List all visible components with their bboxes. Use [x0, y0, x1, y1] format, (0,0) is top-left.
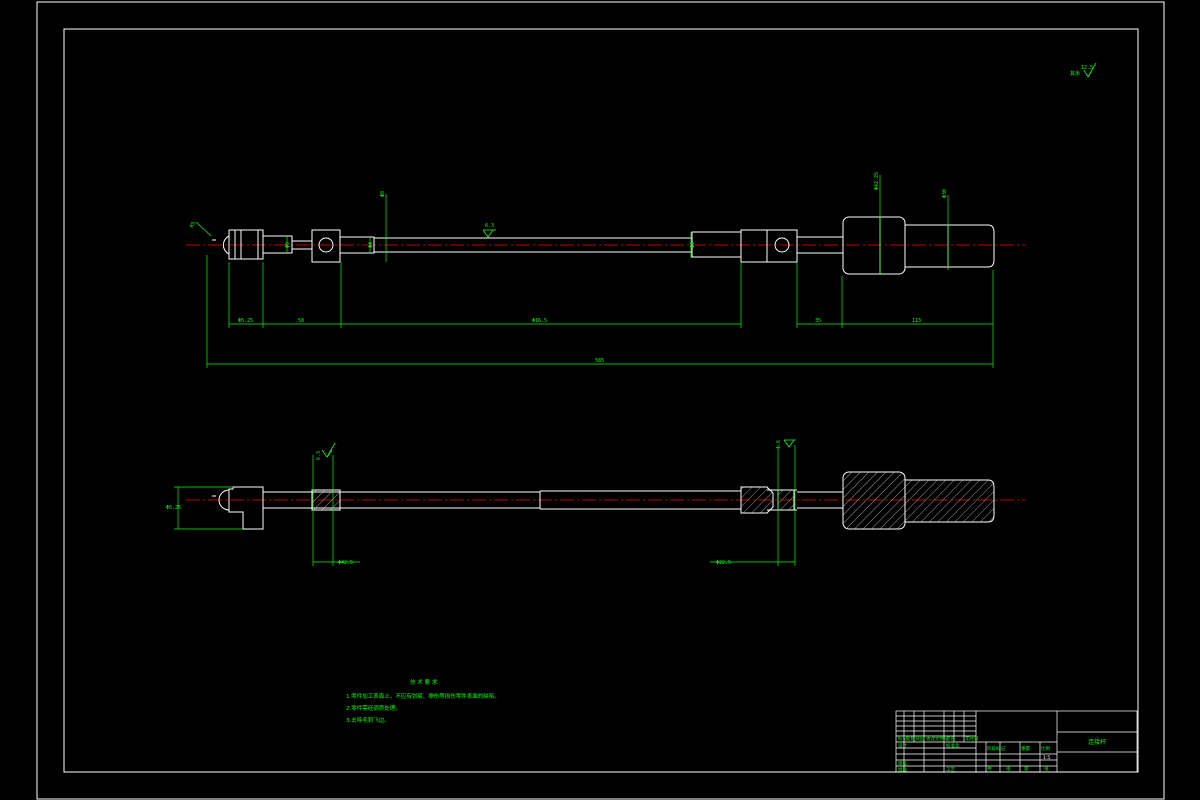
dim-b: 58: [298, 318, 304, 324]
title-block-label-review: 审核: [898, 760, 907, 767]
svg-text:6.3: 6.3: [485, 223, 494, 229]
title-block-label-approve: 批准: [898, 766, 907, 773]
top-roughness-symbol: 6.3: [482, 223, 496, 238]
title-block-label-no: 第: [1024, 765, 1029, 772]
corner-roughness-label: 其余: [1070, 70, 1080, 77]
dim-phi1: Φ5: [285, 242, 291, 248]
title-block-label-process: 工艺: [946, 767, 955, 773]
title-block-label-mark: 标记: [898, 735, 907, 742]
notes-line-2: 2.零件需经调质处理。: [346, 704, 401, 712]
dim-phi-grip: Φ42.25: [874, 172, 880, 190]
title-block-label-sheets: 张: [1006, 765, 1011, 772]
dim-a: Φ5.25: [238, 318, 253, 324]
title-block-label-standard: 标准化: [946, 742, 960, 749]
dim-section-left: Φ42.5: [338, 560, 353, 566]
svg-text:6.3: 6.3: [316, 451, 322, 460]
bottom-roughness-left: 6.3: [316, 442, 336, 460]
title-block: [895, 710, 1138, 773]
title-block-label-count: 处数: [906, 735, 915, 742]
dim-d: 35: [815, 318, 821, 324]
title-block-label-sheet: 张: [1044, 765, 1049, 772]
dim-section-right: Φ22.5: [716, 560, 731, 566]
dim-total: 585: [595, 358, 604, 364]
dim-phi-mid: Φ6: [690, 242, 696, 248]
notes-title: 技 术 要 求: [410, 678, 438, 686]
title-block-label-date: 年月日: [965, 735, 979, 742]
title-block-label-file: 更改文件号: [926, 735, 949, 742]
bottom-roughness-right: 1.6: [776, 439, 796, 449]
title-block-label-weight: 重量: [1021, 745, 1030, 752]
title-block-scale: 1:5: [1043, 755, 1050, 761]
outer-border: [36, 1, 1165, 800]
title-block-label-scale: 比例: [1041, 745, 1050, 752]
dim-c: Φ16.5: [532, 318, 547, 324]
corner-roughness-symbol: 12.5 其余: [1070, 62, 1097, 78]
dim-phi2: Φ8: [380, 191, 386, 197]
title-block-part-name: 连接杆: [1088, 738, 1106, 746]
dim-radius-tip: R5: [189, 221, 197, 229]
title-block-label-stage: 阶段标记: [987, 745, 1005, 752]
title-block-label-total: 共: [987, 765, 992, 772]
corner-roughness-value: 12.5: [1081, 65, 1093, 71]
notes-line-3: 3.去除毛刺飞边。: [346, 716, 390, 724]
svg-text:1.6: 1.6: [776, 440, 782, 449]
dim-e: 113: [912, 318, 921, 324]
title-block-label-zone: 分区: [915, 735, 924, 742]
dim-left-height: Φ5.25: [166, 505, 181, 511]
dim-phi-small: Φ4: [368, 242, 374, 248]
top-view: 6.3 R5 Φ5 Φ8 Φ4 Φ6 Φ42.25 Φ30 Φ5.25 58 Φ…: [186, 172, 1025, 368]
notes-line-1: 1.零件加工表面上，不应有划痕、擦伤等损伤零件表面的缺陷。: [346, 692, 500, 700]
title-block-label-design: 设计: [898, 742, 907, 749]
inner-border: [63, 28, 1139, 773]
technical-notes: 技 术 要 求 1.零件加工表面上，不应有划痕、擦伤等损伤零件表面的缺陷。 2.…: [346, 678, 500, 724]
dim-phi-knob: Φ30: [942, 189, 948, 198]
bottom-view: 6.3 1.6 Φ5.25 Φ42.5 Φ22.5: [166, 439, 1025, 566]
title-block-label-sign: 签名: [946, 735, 955, 742]
